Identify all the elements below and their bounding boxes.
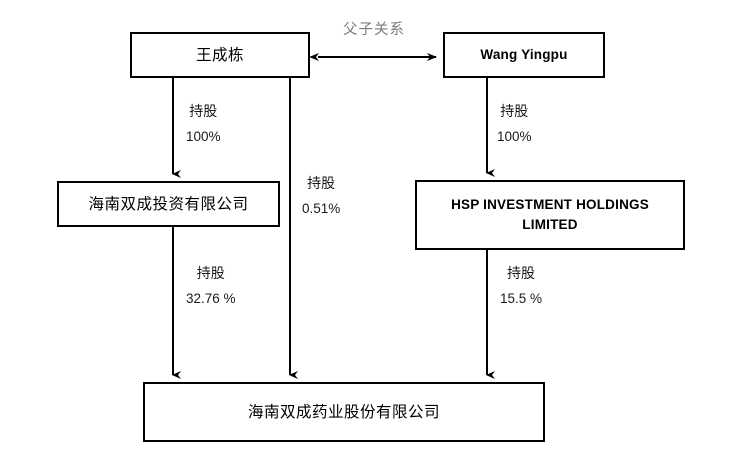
edge-label-investment-to-pharma: 持股 32.76 % (186, 262, 236, 310)
edge-value-text: 32.76 % (186, 290, 236, 306)
node-wang-chengdong[interactable]: 王成栋 (130, 32, 310, 78)
edge-value-text: 100% (497, 128, 532, 144)
edge-label-wcd-to-pharma: 持股 0.51% (302, 172, 340, 220)
edge-label-hsp-to-pharma: 持股 15.5 % (500, 262, 542, 310)
node-label-line-2: LIMITED (522, 217, 578, 232)
edge-relation-text: 父子关系 (343, 22, 405, 38)
node-label-line-1: HSP INVESTMENT HOLDINGS (451, 197, 649, 213)
edge-relation-text: 持股 (500, 104, 529, 120)
edge-relation-text: 持股 (196, 266, 225, 282)
edge-relation-text: 持股 (189, 104, 218, 120)
node-hainan-shuangcheng-investment[interactable]: 海南双成投资有限公司 (57, 181, 280, 227)
edge-value-text: 15.5 % (500, 290, 543, 306)
edge-relation-text: 持股 (507, 266, 536, 282)
node-label: 海南双成投资有限公司 (88, 194, 249, 213)
edge-relation-text: 持股 (307, 176, 336, 192)
node-hainan-shuangcheng-pharma[interactable]: 海南双成药业股份有限公司 (143, 382, 545, 442)
edge-label-wyp-to-hsp: 持股 100% (497, 100, 532, 148)
edge-label-father-son: 父子关系 (343, 18, 405, 39)
node-hsp-investment-holdings[interactable]: HSP INVESTMENT HOLDINGS LIMITED (415, 180, 685, 250)
edge-label-wcd-to-investment: 持股 100% (186, 100, 221, 148)
node-label: 王成栋 (195, 45, 244, 64)
edge-value-text: 100% (186, 128, 221, 144)
edge-value-text: 0.51% (302, 200, 341, 216)
node-wang-yingpu[interactable]: Wang Yingpu (443, 32, 605, 78)
node-label: Wang Yingpu (480, 47, 568, 63)
node-label: 海南双成药业股份有限公司 (247, 402, 440, 421)
